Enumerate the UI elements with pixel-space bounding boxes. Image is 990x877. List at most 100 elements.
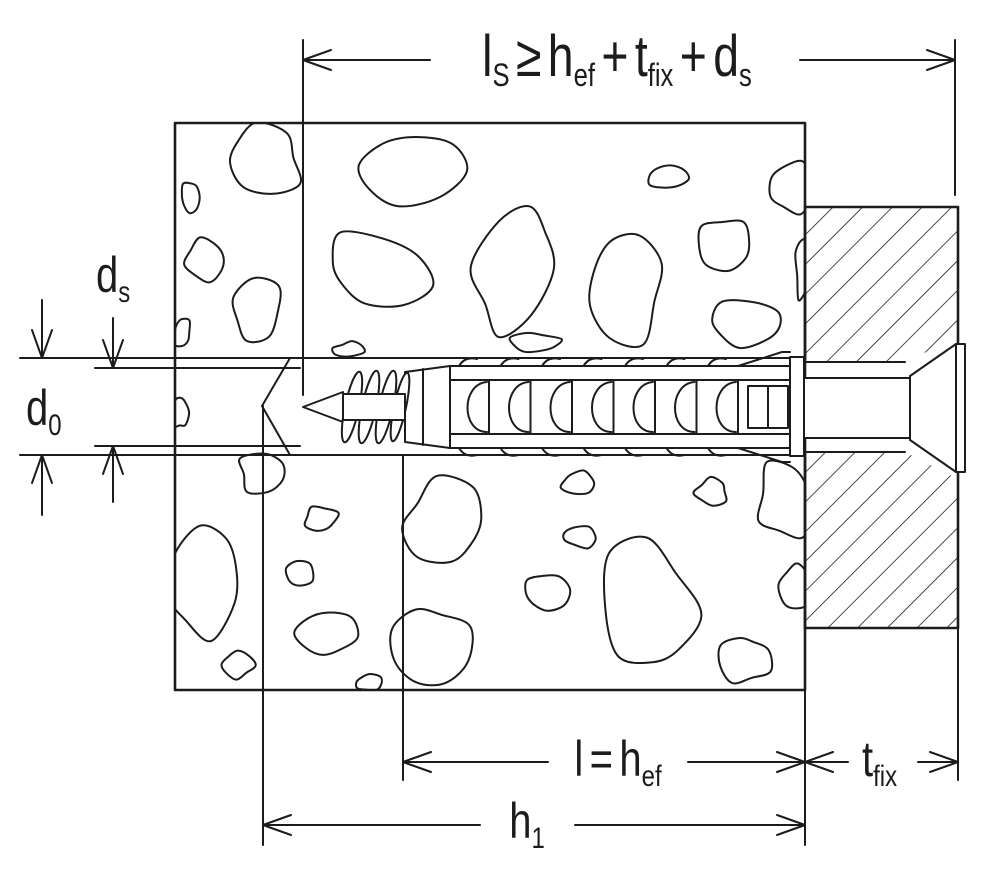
plus-sign-1: + xyxy=(601,24,628,89)
plug-barb xyxy=(541,357,561,367)
plug-segment-arc xyxy=(508,381,530,433)
hef-symbol: h xyxy=(548,24,574,89)
label-h1: h1 xyxy=(509,793,545,855)
dimension-h1 xyxy=(262,814,806,836)
tfix-label-subscript: fix xyxy=(873,758,897,792)
plug-barb xyxy=(582,357,603,367)
aggregate-stone xyxy=(524,574,572,612)
aggregate-stone xyxy=(777,562,805,610)
hef-label-subscript: ef xyxy=(642,758,662,792)
aggregate-stone xyxy=(588,232,664,348)
l-hef-label-text: l=hef xyxy=(574,731,662,793)
dimension-d0 xyxy=(31,299,53,516)
ls-formula-text: lS≥hef+tfix+ds xyxy=(482,24,752,94)
plug-barb xyxy=(624,447,644,457)
aggregate-stone xyxy=(293,611,360,656)
h1-label-text: h1 xyxy=(509,793,545,855)
label-tfix: tfix xyxy=(862,731,897,793)
ds-label-symbol: d xyxy=(96,247,118,303)
plug-barb xyxy=(499,357,520,367)
label-l-hef: l=hef xyxy=(574,731,662,793)
ds-subscript: s xyxy=(739,58,752,93)
ds-label-text: ds xyxy=(96,247,130,309)
plug-barb xyxy=(624,357,644,367)
arrow-head xyxy=(402,751,432,773)
aggregate-stone xyxy=(697,219,751,273)
aggregate-stone xyxy=(711,299,782,350)
label-ls-formula: lS≥hef+tfix+ds xyxy=(482,24,752,94)
hef-label-symbol: h xyxy=(619,731,641,787)
d0-label-symbol: d xyxy=(26,380,48,436)
aggregate-stone xyxy=(357,136,469,208)
arrow-head xyxy=(31,329,53,359)
aggregate-stone xyxy=(175,317,192,348)
plug-segments xyxy=(458,357,739,457)
arrow-head xyxy=(929,751,959,773)
aggregate-stone xyxy=(303,505,340,532)
plug-barb xyxy=(541,447,561,457)
arrow-head xyxy=(804,751,834,773)
tfix-subscript: fix xyxy=(648,58,674,93)
aggregate-stone xyxy=(180,181,201,215)
plug-expansion-fin-bottom xyxy=(737,447,791,463)
plug-segment-arc xyxy=(591,381,613,433)
tfix-symbol: t xyxy=(635,24,648,89)
plug-segment-arc xyxy=(549,381,571,433)
aggregate-stone xyxy=(183,236,225,284)
dimension-ds xyxy=(102,317,124,503)
hef-subscript: ef xyxy=(574,58,596,93)
screw xyxy=(302,343,966,473)
d0-label-subscript: 0 xyxy=(48,407,61,441)
plug-barb xyxy=(707,357,727,367)
label-d0: d0 xyxy=(26,380,62,442)
arrow-head xyxy=(926,49,956,71)
tfix-label-text: tfix xyxy=(862,731,897,793)
plug-collar xyxy=(789,356,805,457)
aggregate-stone xyxy=(175,524,239,643)
aggregate-stones xyxy=(175,123,805,690)
aggregate-stone xyxy=(331,340,366,358)
plus-sign-2: + xyxy=(680,24,707,89)
aggregate-stone xyxy=(692,475,728,507)
plug-barb xyxy=(458,447,478,457)
ls-subscript: S xyxy=(492,58,509,93)
geq-sign: ≥ xyxy=(516,24,541,89)
aggregate-stone xyxy=(220,649,257,681)
arrow-head xyxy=(302,49,332,71)
aggregate-stone xyxy=(562,525,597,550)
ls-symbol: l xyxy=(482,24,492,89)
aggregate-stone xyxy=(238,452,286,495)
aggregate-stone xyxy=(559,469,596,496)
aggregate-stone xyxy=(768,159,805,216)
plug-segment-arc xyxy=(632,381,654,433)
screw-shank xyxy=(803,377,913,439)
arrow-head xyxy=(31,454,53,484)
arrow-head xyxy=(776,814,806,836)
plug-barb xyxy=(458,357,478,367)
d0-label-text: d0 xyxy=(26,380,62,442)
plug-segment-arc xyxy=(674,381,696,433)
ds-symbol: d xyxy=(713,24,739,89)
h1-label-symbol: h xyxy=(509,793,531,849)
ds-label-subscript: s xyxy=(118,274,130,308)
plug-expansion-fin-top xyxy=(737,351,791,367)
plug-barb xyxy=(665,357,686,367)
plug-barb xyxy=(582,447,603,457)
aggregate-stone xyxy=(508,331,563,354)
plug-barb xyxy=(499,447,520,457)
dimension-ls xyxy=(302,49,956,71)
dimension-tfix xyxy=(804,751,959,773)
aggregate-stone xyxy=(331,230,435,308)
plug xyxy=(404,351,805,463)
plug-body xyxy=(404,365,791,449)
plug-segment-arc xyxy=(466,381,488,433)
aggregate-stone xyxy=(284,559,315,587)
aggregate-stone xyxy=(794,238,805,302)
aggregate-stone xyxy=(389,607,474,687)
aggregate-stone xyxy=(469,205,556,339)
plug-segment-arc xyxy=(715,381,737,433)
label-ds: ds xyxy=(96,247,130,309)
arrow-head xyxy=(102,339,124,369)
equals-sign: = xyxy=(590,731,613,787)
